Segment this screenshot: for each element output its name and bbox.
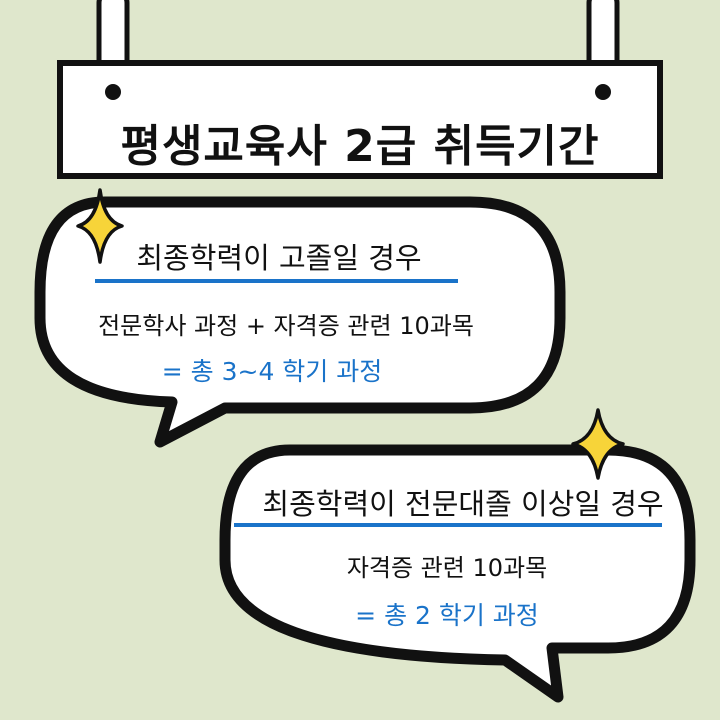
sparkle-star-2: [571, 408, 625, 480]
speech-bubble-1: [34, 196, 566, 448]
title-sign-board: [57, 60, 663, 179]
bubble-2-heading: 최종학력이 전문대졸 이상일 경우: [262, 487, 664, 521]
bubble-2-requirement: 자격증 관련 10과목: [346, 554, 548, 582]
bubble-1-requirement: 전문학사 과정 + 자격증 관련 10과목: [98, 312, 474, 340]
bubble-1-total-duration: = 총 3~4 학기 과정: [161, 357, 383, 386]
sign-pin-left: [105, 84, 121, 100]
bubble-1-heading: 최종학력이 고졸일 경우: [136, 241, 422, 275]
bubble-2-total-duration: = 총 2 학기 과정: [355, 601, 539, 630]
sign-pin-right: [595, 84, 611, 100]
sparkle-star-1: [76, 188, 124, 264]
page-title: 평생교육사 2급 취득기간: [120, 121, 600, 172]
speech-bubble-2: [219, 444, 696, 703]
